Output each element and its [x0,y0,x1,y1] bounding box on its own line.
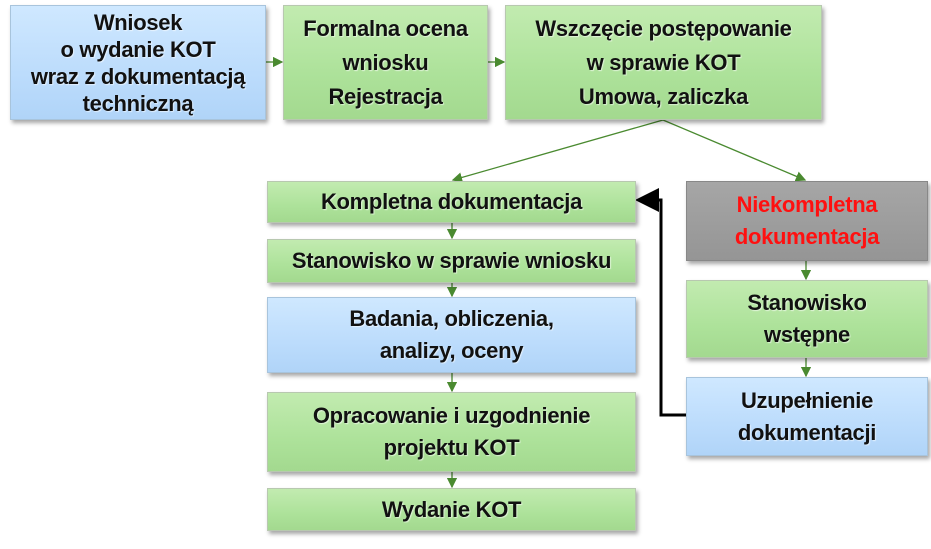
arrow-3-incomplete [662,119,807,182]
box-position: Stanowisko w sprawie wniosku [267,239,636,283]
box-complete-docs: Kompletna dokumentacja [267,181,636,223]
box-draft-kot: Opracowanie i uzgodnienie projektu KOT [267,392,636,472]
feedback-arrow [635,188,686,417]
box-issue-kot: Wydanie KOT [267,488,636,531]
box-incomplete-docs: Niekompletna dokumentacja [686,181,928,261]
box-proceedings-start: Wszczęcie postępowanie w sprawie KOT Umo… [505,5,822,120]
box-supplement-docs: Uzupełnienie dokumentacji [686,377,928,456]
arrow-3-complete [451,119,664,183]
box-preliminary-position: Stanowisko wstępne [686,280,928,358]
box-application: Wniosek o wydanie KOT wraz z dokumentacj… [10,5,266,120]
box-formal-assessment: Formalna ocena wniosku Rejestracja [283,5,488,120]
box-research: Badania, obliczenia, analizy, oceny [267,297,636,373]
